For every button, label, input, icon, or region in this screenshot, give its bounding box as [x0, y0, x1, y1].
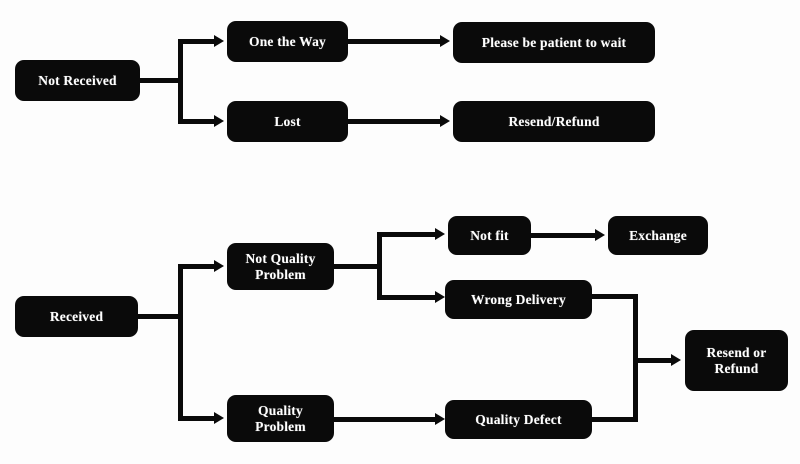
arrowhead-resend-or-refund [671, 354, 681, 366]
edge-to-lost [178, 119, 217, 124]
edge-to-quality-problem [178, 416, 217, 421]
arrowhead-wrong-delivery [435, 291, 445, 303]
edge-merge-to-resend-or-refund [633, 358, 673, 363]
arrowhead-resend-refund [440, 115, 450, 127]
edge-quality-defect-to-merge [592, 417, 638, 422]
arrowhead-not-fit [435, 228, 445, 240]
node-not-fit[interactable]: Not fit [448, 216, 531, 255]
edge-not-received-split-vertical [178, 39, 183, 124]
node-received[interactable]: Received [15, 296, 138, 337]
node-not-received[interactable]: Not Received [15, 60, 140, 101]
edge-one-the-way-to-please-wait [348, 39, 442, 44]
node-exchange-label: Exchange [629, 227, 687, 243]
edge-to-wrong-delivery [377, 295, 437, 300]
node-not-quality-problem-label: Not Quality Problem [245, 250, 316, 282]
node-one-the-way-label: One the Way [249, 33, 326, 49]
edge-not-quality-problem-stem [334, 264, 382, 269]
edge-to-not-fit [377, 232, 437, 237]
edge-quality-problem-to-quality-defect [334, 417, 437, 422]
node-not-fit-label: Not fit [470, 227, 509, 243]
node-quality-problem-label: Quality Problem [255, 402, 306, 434]
node-exchange[interactable]: Exchange [608, 216, 708, 255]
edge-wrong-delivery-to-merge [592, 294, 638, 299]
node-resend-or-refund[interactable]: Resend or Refund [685, 330, 788, 391]
node-lost-label: Lost [274, 113, 301, 129]
edge-not-fit-to-exchange [531, 233, 597, 238]
node-wrong-delivery[interactable]: Wrong Delivery [445, 280, 592, 319]
arrowhead-please-wait [440, 35, 450, 47]
edge-received-split-vertical [178, 264, 183, 421]
edge-received-stem [138, 314, 183, 319]
arrowhead-quality-defect [435, 413, 445, 425]
node-please-be-patient-to-wait[interactable]: Please be patient to wait [453, 22, 655, 63]
node-one-the-way[interactable]: One the Way [227, 21, 348, 62]
arrowhead-exchange [595, 229, 605, 241]
node-resend-or-refund-label: Resend or Refund [706, 344, 767, 376]
edge-not-received-stem [140, 78, 183, 83]
node-resend-refund-label: Resend/Refund [508, 113, 600, 129]
node-lost[interactable]: Lost [227, 101, 348, 142]
arrowhead-one-the-way [214, 35, 224, 47]
node-quality-defect-label: Quality Defect [475, 411, 562, 427]
node-quality-problem[interactable]: Quality Problem [227, 395, 334, 442]
node-not-received-label: Not Received [38, 72, 117, 88]
node-resend-refund[interactable]: Resend/Refund [453, 101, 655, 142]
arrowhead-lost [214, 115, 224, 127]
edge-to-one-the-way [178, 39, 217, 44]
node-wrong-delivery-label: Wrong Delivery [471, 291, 566, 307]
node-please-be-patient-to-wait-label: Please be patient to wait [481, 34, 627, 50]
node-not-quality-problem[interactable]: Not Quality Problem [227, 243, 334, 290]
edge-lost-to-resend-refund [348, 119, 442, 124]
node-received-label: Received [49, 308, 104, 324]
node-quality-defect[interactable]: Quality Defect [445, 400, 592, 439]
edge-not-quality-split-vertical [377, 232, 382, 300]
edge-to-not-quality-problem [178, 264, 217, 269]
arrowhead-not-quality-problem [214, 260, 224, 272]
arrowhead-quality-problem [214, 412, 224, 424]
